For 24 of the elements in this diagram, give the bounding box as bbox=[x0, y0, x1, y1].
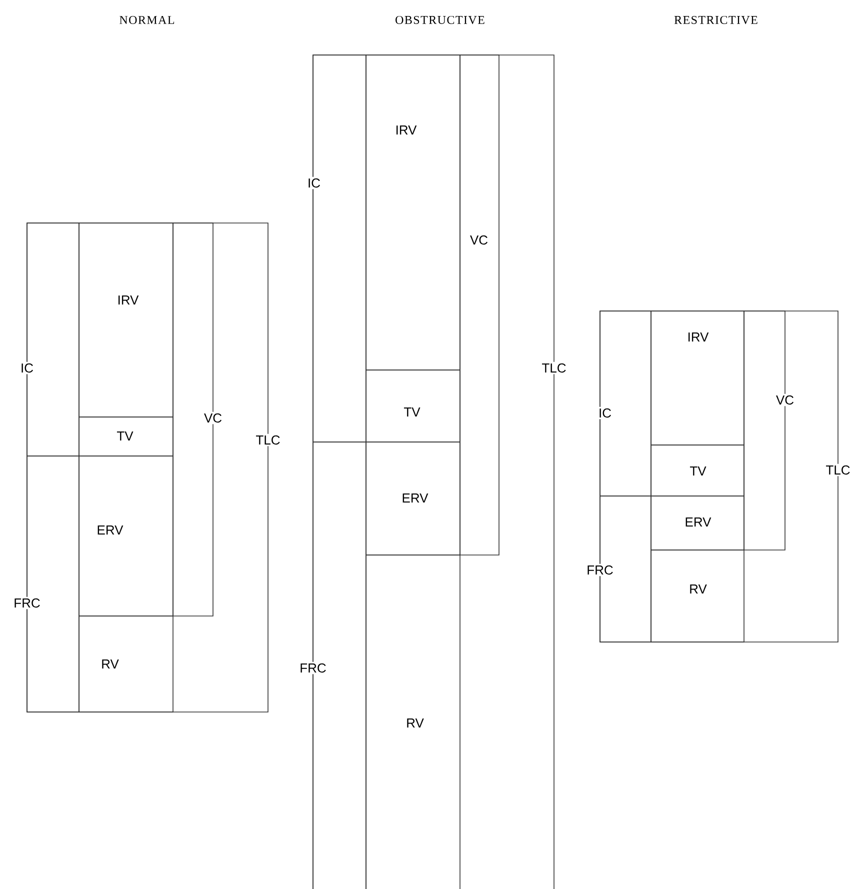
volume-box: TV bbox=[366, 370, 460, 442]
capacity-box: IC bbox=[597, 310, 652, 496]
panel-title: NORMAL bbox=[120, 16, 174, 24]
capacity-box: FRC bbox=[298, 442, 366, 889]
panel-title: OBSTRUCTIVE bbox=[396, 16, 484, 24]
volume-box: TV bbox=[650, 444, 744, 496]
capacity-box: FRC bbox=[585, 496, 652, 642]
panel-title: RESTRICTIVE bbox=[674, 16, 758, 24]
node-label: IRV bbox=[688, 332, 709, 342]
node-label: IRV bbox=[118, 296, 139, 304]
volume-box: TV bbox=[78, 416, 174, 456]
volume-box: ERV bbox=[650, 496, 744, 550]
capacity-box: IC bbox=[19, 222, 80, 456]
volume-box: RV bbox=[78, 616, 174, 712]
capacity-box: VC bbox=[460, 54, 500, 556]
volume-box: RV bbox=[650, 550, 744, 642]
volume-box: RV bbox=[366, 554, 460, 889]
capacity-box: FRC bbox=[12, 456, 80, 712]
capacity-box: IC bbox=[306, 54, 366, 442]
node-label: IRV bbox=[396, 126, 417, 134]
capacity-box: VC bbox=[744, 310, 796, 550]
volume-box: ERV bbox=[78, 456, 174, 616]
volume-box: ERV bbox=[366, 442, 460, 556]
capacity-box: VC bbox=[172, 222, 224, 616]
